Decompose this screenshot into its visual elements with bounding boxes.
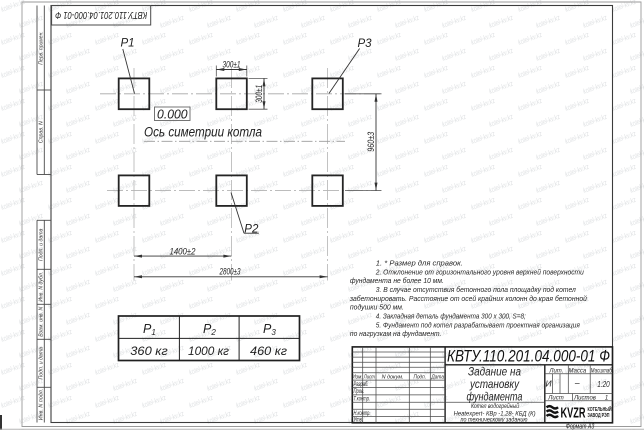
svg-text:Перв. примен.: Перв. примен. [38,31,44,65]
svg-text:Задание на: Задание на [468,365,521,379]
svg-text:360 кг: 360 кг [130,344,168,358]
svg-text:подушки 500 мм.: подушки 500 мм. [350,303,404,312]
svg-text:Подп.: Подп. [414,374,427,380]
svg-text:Подп. и дата: Подп. и дата [38,228,44,261]
svg-text:Масса: Масса [569,368,587,374]
svg-text:460 кг: 460 кг [250,344,287,358]
svg-text:300±1: 300±1 [223,59,241,69]
svg-text:1000 кг: 1000 кг [188,344,229,358]
svg-text:960±3: 960±3 [366,132,376,152]
svg-text:Heatexpert- КВр -1,28- КБД (К): Heatexpert- КВр -1,28- КБД (К) [454,410,536,417]
svg-text:Дата: Дата [431,374,445,380]
svg-text:Ось симетрии котла: Ось симетрии котла [144,125,262,140]
svg-text:5. Фундамент под котел разраба: 5. Фундамент под котел разрабатывает про… [376,320,580,329]
svg-text:3. В случае отсутствия бетонно: 3. В случае отсутствия бетонного пола пл… [376,285,577,294]
svg-text:1: 1 [605,395,608,401]
svg-text:Н.контр.: Н.контр. [354,410,371,417]
svg-text:300±1: 300±1 [254,85,264,103]
svg-text:по техническому заданию: по техническому заданию [461,416,528,424]
svg-text:KVZR: KVZR [561,405,586,421]
svg-text:Формат А3: Формат А3 [566,423,595,430]
svg-text:Подп. и дата: Подп. и дата [38,346,44,379]
svg-text:Т.контр.: Т.контр. [354,396,371,403]
svg-text:Справ. N: Справ. N [38,120,44,143]
svg-text:2800±3: 2800±3 [219,267,241,277]
svg-text:P1: P1 [121,38,135,50]
svg-text:Утв.: Утв. [353,416,363,423]
svg-text:по нагрузкам на фундамент.: по нагрузкам на фундамент. [350,329,442,338]
svg-text:1:20: 1:20 [597,379,610,389]
svg-text:0.000: 0.000 [157,107,188,122]
svg-text:фундамента не более 10 мм.: фундамента не более 10 мм. [350,276,444,285]
svg-text:–: – [574,378,580,388]
svg-text:КВТУ.110.201.04.000-01 Ф: КВТУ.110.201.04.000-01 Ф [55,9,147,21]
svg-text:4. Закладная деталь фундамента: 4. Закладная деталь фундамента 300 x 300… [376,312,526,321]
svg-text:1. * Размер для справок.: 1. * Размер для справок. [376,258,463,267]
svg-text:КВТУ.110.201.04.000-01 Ф: КВТУ.110.201.04.000-01 Ф [447,347,610,365]
svg-text:Лит.: Лит. [548,368,563,374]
svg-text:Масштаб: Масштаб [591,368,612,374]
svg-text:P3: P3 [358,38,373,50]
svg-text:Инв. N подл.: Инв. N подл. [38,389,44,421]
svg-text:установку: установку [469,377,520,391]
svg-text:Взам. инв. N: Взам. инв. N [38,306,44,337]
svg-text:P2: P2 [244,223,259,235]
svg-text:Котел водогрейный: Котел водогрейный [471,402,519,410]
svg-text:И: И [545,379,552,389]
svg-text:фундамента: фундамента [467,389,523,403]
svg-text:забетонировать. Расстояние от: забетонировать. Расстояние от осей крайн… [349,294,587,303]
svg-text:Пров.: Пров. [354,388,365,395]
svg-text:Лист: Лист [547,395,563,401]
svg-text:2. Отклонение от горизонтально: 2. Отклонение от горизонтального уровня … [375,267,584,276]
svg-text:1400±2: 1400±2 [170,246,196,256]
svg-text:Листов: Листов [573,395,596,401]
svg-text:Инв. N дубл.: Инв. N дубл. [38,272,44,302]
svg-text:Изм.: Изм. [352,374,363,380]
svg-text:N докум.: N докум. [382,374,404,380]
svg-text:КОТЕЛЬНЫЙ: КОТЕЛЬНЫЙ [588,405,612,413]
svg-text:ЗАВОД РЭП: ЗАВОД РЭП [588,413,610,419]
svg-text:Разраб.: Разраб. [354,380,369,388]
svg-text:Лист: Лист [363,374,375,380]
